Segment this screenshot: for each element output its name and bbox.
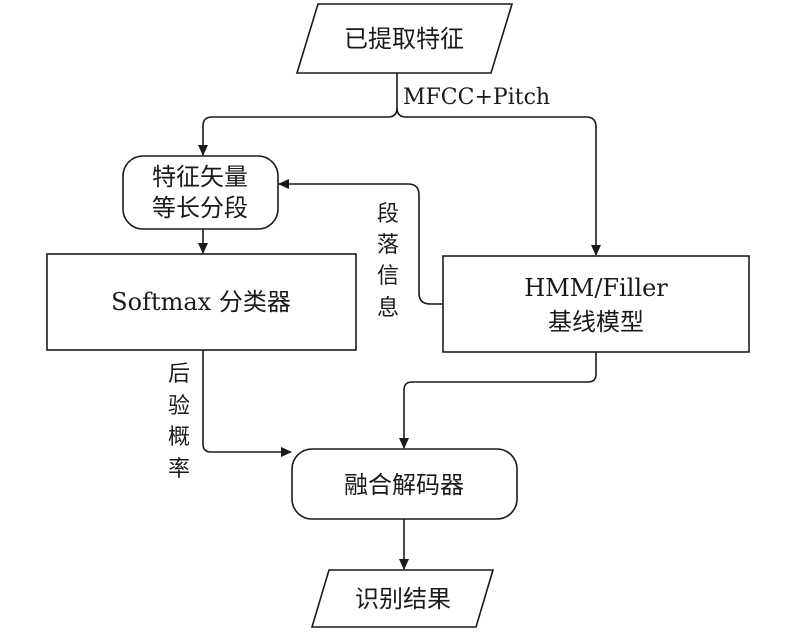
edge-label-segment-info-char: 段 bbox=[377, 202, 399, 227]
edge-features-to-hmm bbox=[396, 107, 601, 256]
node-softmax-classifier-label: Softmax 分类器 bbox=[111, 288, 291, 316]
edge-label-segment-info: 段 落 信 息 bbox=[377, 202, 399, 321]
edge-label-segment-info-char: 落 bbox=[377, 233, 399, 258]
edge-softmax-to-fusion bbox=[202, 350, 292, 457]
edge-label-feature-type: MFCC+Pitch bbox=[403, 85, 550, 110]
node-hmm-baseline: HMM/Filler 基线模型 bbox=[442, 255, 750, 353]
edge-label-posterior: 后 验 概 率 bbox=[168, 362, 190, 482]
node-extracted-features-label: 已提取特征 bbox=[344, 25, 464, 53]
edge-features-to-segment bbox=[198, 73, 398, 156]
node-feature-segment-line2: 等长分段 bbox=[152, 194, 248, 222]
edge-label-segment-info-char: 信 bbox=[377, 264, 399, 289]
edge-hmm-to-fusion bbox=[399, 352, 597, 449]
node-hmm-baseline-line1: HMM/Filler bbox=[524, 274, 668, 302]
node-fusion-decoder: 融合解码器 bbox=[291, 448, 518, 520]
edge-hmm-to-segment bbox=[278, 179, 443, 305]
node-recognition-result-label: 识别结果 bbox=[355, 585, 451, 613]
node-softmax-classifier: Softmax 分类器 bbox=[46, 253, 357, 351]
node-recognition-result: 识别结果 bbox=[310, 569, 495, 628]
node-fusion-decoder-label: 融合解码器 bbox=[344, 471, 464, 499]
node-extracted-features: 已提取特征 bbox=[295, 3, 514, 74]
edge-label-posterior-char: 后 bbox=[168, 362, 190, 387]
node-feature-segment-line1: 特征矢量 bbox=[152, 163, 248, 191]
edge-label-segment-info-char: 息 bbox=[377, 296, 399, 321]
node-hmm-baseline-line2: 基线模型 bbox=[548, 308, 644, 336]
node-feature-segment: 特征矢量 等长分段 bbox=[122, 155, 279, 230]
edge-label-posterior-char: 概 bbox=[168, 425, 190, 450]
edge-label-posterior-char: 验 bbox=[168, 394, 190, 419]
edge-label-posterior-char: 率 bbox=[168, 457, 190, 482]
